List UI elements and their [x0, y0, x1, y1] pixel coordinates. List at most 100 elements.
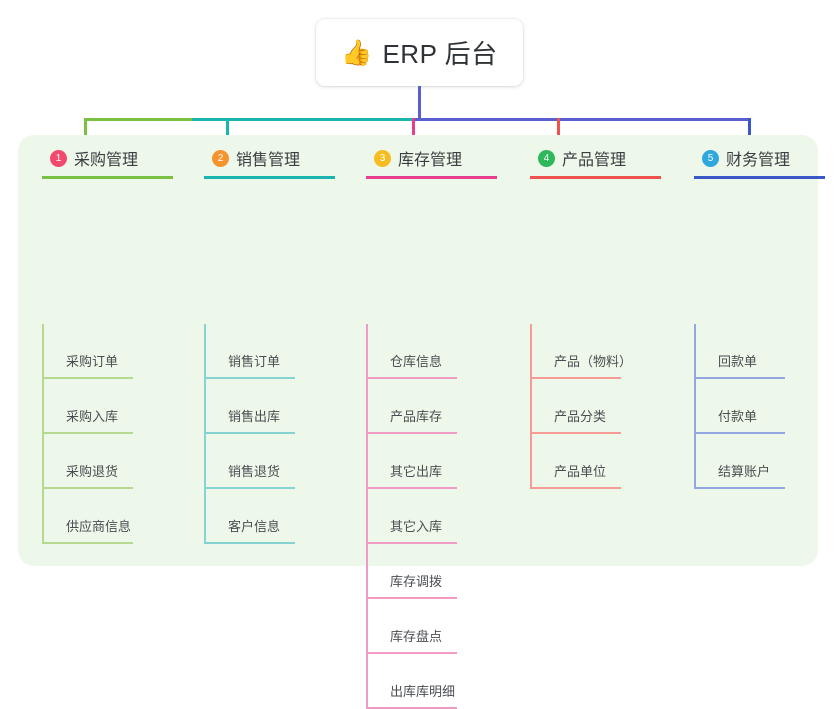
leaf-item-underline: [530, 487, 621, 489]
branch-spine-line: [530, 324, 532, 489]
leaf-item[interactable]: 采购退货: [28, 434, 188, 489]
leaf-item[interactable]: 产品分类: [516, 379, 676, 434]
leaf-item-label: 产品（物料）: [554, 354, 633, 369]
leaf-item-label: 销售出库: [228, 409, 281, 424]
leaf-item[interactable]: 仓库信息: [352, 324, 512, 379]
branch-header-3[interactable]: 3 库存管理: [352, 145, 512, 171]
leaf-item-underline: [42, 377, 133, 379]
leaf-item[interactable]: 销售出库: [190, 379, 350, 434]
leaf-item-label: 库存盘点: [390, 629, 443, 644]
leaf-item-label: 结算账户: [718, 464, 771, 479]
leaf-item-underline: [694, 487, 785, 489]
number-badge-icon-3: 3: [374, 149, 391, 167]
leaf-item-underline: [42, 487, 133, 489]
leaf-item[interactable]: 其它出库: [352, 434, 512, 489]
drop-stem-1: [84, 118, 87, 146]
leaf-item[interactable]: 产品单位: [516, 434, 676, 489]
number-badge-icon-4: 4: [538, 149, 555, 167]
branch-title-label: 销售管理: [236, 152, 301, 169]
leaf-item[interactable]: 采购订单: [28, 324, 188, 379]
branch-panel: [18, 135, 818, 566]
leaf-item-underline: [204, 542, 295, 544]
branch-header-underline: [366, 176, 497, 179]
leaf-item[interactable]: 出库库明细: [352, 654, 512, 709]
leaf-item-underline: [204, 377, 295, 379]
leaf-item[interactable]: 销售订单: [190, 324, 350, 379]
branch-column-3: 3 库存管理仓库信息产品库存其它出库其它入库库存调拨库存盘点出库库明细: [352, 145, 512, 709]
branch-column-5: 5 财务管理回款单付款单结算账户: [680, 145, 839, 489]
thumbs-up-icon: 👍: [341, 38, 373, 67]
number-badge-icon-1: 1: [50, 149, 67, 167]
branch-title-label: 库存管理: [398, 152, 463, 169]
leaf-item-underline: [42, 542, 133, 544]
leaf-item-label: 其它出库: [390, 464, 443, 479]
leaf-item[interactable]: 采购入库: [28, 379, 188, 434]
leaf-item-label: 回款单: [718, 354, 758, 369]
leaf-item[interactable]: 供应商信息: [28, 489, 188, 544]
leaf-item-label: 出库库明细: [390, 684, 456, 699]
leaf-list: 销售订单销售出库销售退货客户信息: [190, 324, 350, 544]
leaf-item-underline: [694, 432, 785, 434]
leaf-list: 产品（物料） 产品分类产品单位: [516, 324, 676, 489]
leaf-item-underline: [204, 487, 295, 489]
branch-header-underline: [204, 176, 335, 179]
branch-title-label: 财务管理: [726, 152, 791, 169]
leaf-item[interactable]: 产品库存: [352, 379, 512, 434]
leaf-item-underline: [366, 377, 457, 379]
leaf-item-underline: [530, 377, 621, 379]
branch-spine-line: [42, 324, 44, 544]
leaf-item-label: 采购入库: [66, 409, 119, 424]
drop-stem-2: [226, 118, 229, 146]
leaf-item[interactable]: 库存调拨: [352, 544, 512, 599]
leaf-list: 采购订单采购入库采购退货供应商信息: [28, 324, 188, 544]
number-badge-icon-2: 2: [212, 149, 229, 167]
bus-green: [84, 118, 192, 121]
branch-title-label: 产品管理: [562, 152, 627, 169]
leaf-item-label: 产品单位: [554, 464, 607, 479]
root-node-card[interactable]: 👍 ERP 后台: [316, 19, 523, 86]
leaf-item-underline: [694, 377, 785, 379]
leaf-item-label: 产品库存: [390, 409, 443, 424]
branch-header-4[interactable]: 4 产品管理: [516, 145, 676, 171]
page-title: ERP 后台: [382, 39, 498, 69]
leaf-item-label: 库存调拨: [390, 574, 443, 589]
leaf-item-label: 其它入库: [390, 519, 443, 534]
leaf-item[interactable]: 客户信息: [190, 489, 350, 544]
leaf-item[interactable]: 库存盘点: [352, 599, 512, 654]
leaf-item-label: 销售退货: [228, 464, 281, 479]
drop-stem-3: [412, 118, 415, 146]
leaf-item-label: 采购订单: [66, 354, 119, 369]
branch-spine-line: [204, 324, 206, 544]
branch-column-4: 4 产品管理产品（物料） 产品分类产品单位: [516, 145, 676, 489]
branch-column-2: 2 销售管理销售订单销售出库销售退货客户信息: [190, 145, 350, 544]
leaf-item-label: 采购退货: [66, 464, 119, 479]
leaf-item[interactable]: 结算账户: [680, 434, 839, 489]
leaf-item-label: 客户信息: [228, 519, 281, 534]
leaf-item-label: 销售订单: [228, 354, 281, 369]
leaf-list: 回款单付款单结算账户: [680, 324, 839, 489]
leaf-item[interactable]: 销售退货: [190, 434, 350, 489]
branch-header-2[interactable]: 2 销售管理: [190, 145, 350, 171]
bus-purple: [412, 118, 748, 121]
leaf-item-label: 产品分类: [554, 409, 607, 424]
leaf-item[interactable]: 其它入库: [352, 489, 512, 544]
leaf-item-label: 付款单: [718, 409, 758, 424]
leaf-item-underline: [530, 432, 621, 434]
number-badge-icon-5: 5: [702, 149, 719, 167]
bus-teal: [192, 118, 412, 121]
leaf-item-underline: [204, 432, 295, 434]
leaf-list: 仓库信息产品库存其它出库其它入库库存调拨库存盘点出库库明细: [352, 324, 512, 709]
leaf-item-label: 供应商信息: [66, 519, 132, 534]
branch-header-underline: [530, 176, 661, 179]
branch-header-5[interactable]: 5 财务管理: [680, 145, 839, 171]
leaf-item-underline: [366, 432, 457, 434]
leaf-item[interactable]: 回款单: [680, 324, 839, 379]
leaf-item[interactable]: 产品（物料）: [516, 324, 676, 379]
leaf-item-underline: [366, 487, 457, 489]
branch-spine-line: [366, 324, 368, 709]
leaf-item[interactable]: 付款单: [680, 379, 839, 434]
root-trunk-line: [418, 86, 421, 120]
